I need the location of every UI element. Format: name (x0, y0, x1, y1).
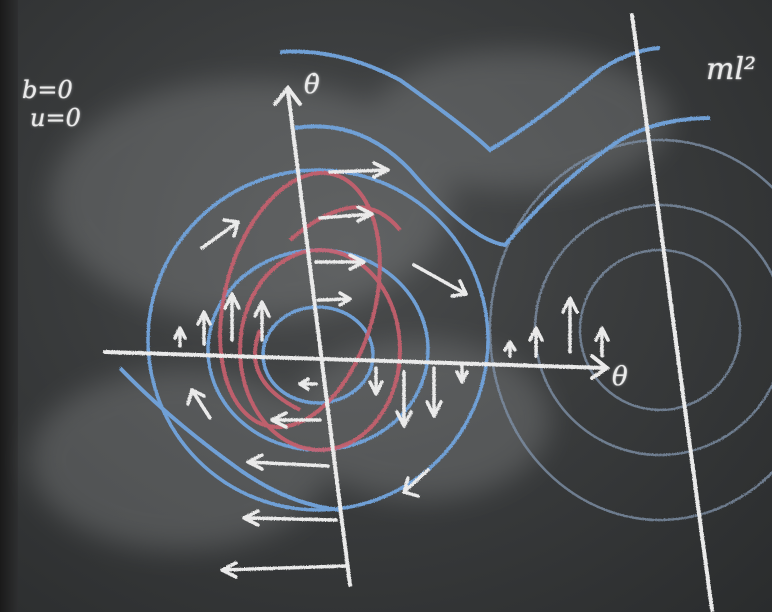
white-arrow-icon (186, 388, 212, 420)
white-arrow-icon (594, 326, 610, 358)
white-arrow-icon (368, 366, 384, 396)
white-arrow-icon (223, 292, 241, 342)
white-arrow-icon (503, 340, 517, 358)
white-arrow-icon (425, 366, 443, 418)
white-arrow-icon (328, 161, 390, 179)
top-right-label: ml² (706, 52, 757, 87)
horizontal-axis-label: θ (612, 362, 628, 392)
white-arrow-icon (316, 291, 352, 307)
white-arrow-icon (196, 310, 212, 346)
vertical-axis-label: θ̇ (304, 70, 320, 100)
faint-right-orbits (488, 138, 772, 522)
chalk-smudges (30, 50, 670, 550)
white-arrow-icon (561, 296, 579, 354)
vector-field-arrows (173, 161, 610, 579)
white-arrow-icon (412, 263, 468, 298)
white-arrow-icon (220, 561, 348, 579)
white-arrow-icon (395, 370, 413, 428)
white-arrow-icon (402, 468, 430, 498)
white-arrow-icon (242, 509, 338, 527)
axes (103, 13, 714, 612)
white-arrow-icon (318, 205, 374, 223)
input-annotation: u=0 (30, 104, 81, 132)
white-arrow-icon (246, 453, 330, 471)
white-arrow-icon (200, 218, 240, 250)
board-frame (0, 0, 18, 612)
damping-annotation: b=0 (22, 76, 73, 104)
white-arrow-icon (455, 364, 469, 384)
white-arrow-icon (528, 326, 544, 358)
separatrix-curves (118, 46, 711, 512)
white-arrow-icon (253, 300, 271, 342)
white-arrow-icon (298, 377, 318, 391)
white-arrow-icon (173, 326, 187, 348)
white-arrow-icon (314, 253, 366, 271)
white-arrow-icon (270, 411, 322, 429)
